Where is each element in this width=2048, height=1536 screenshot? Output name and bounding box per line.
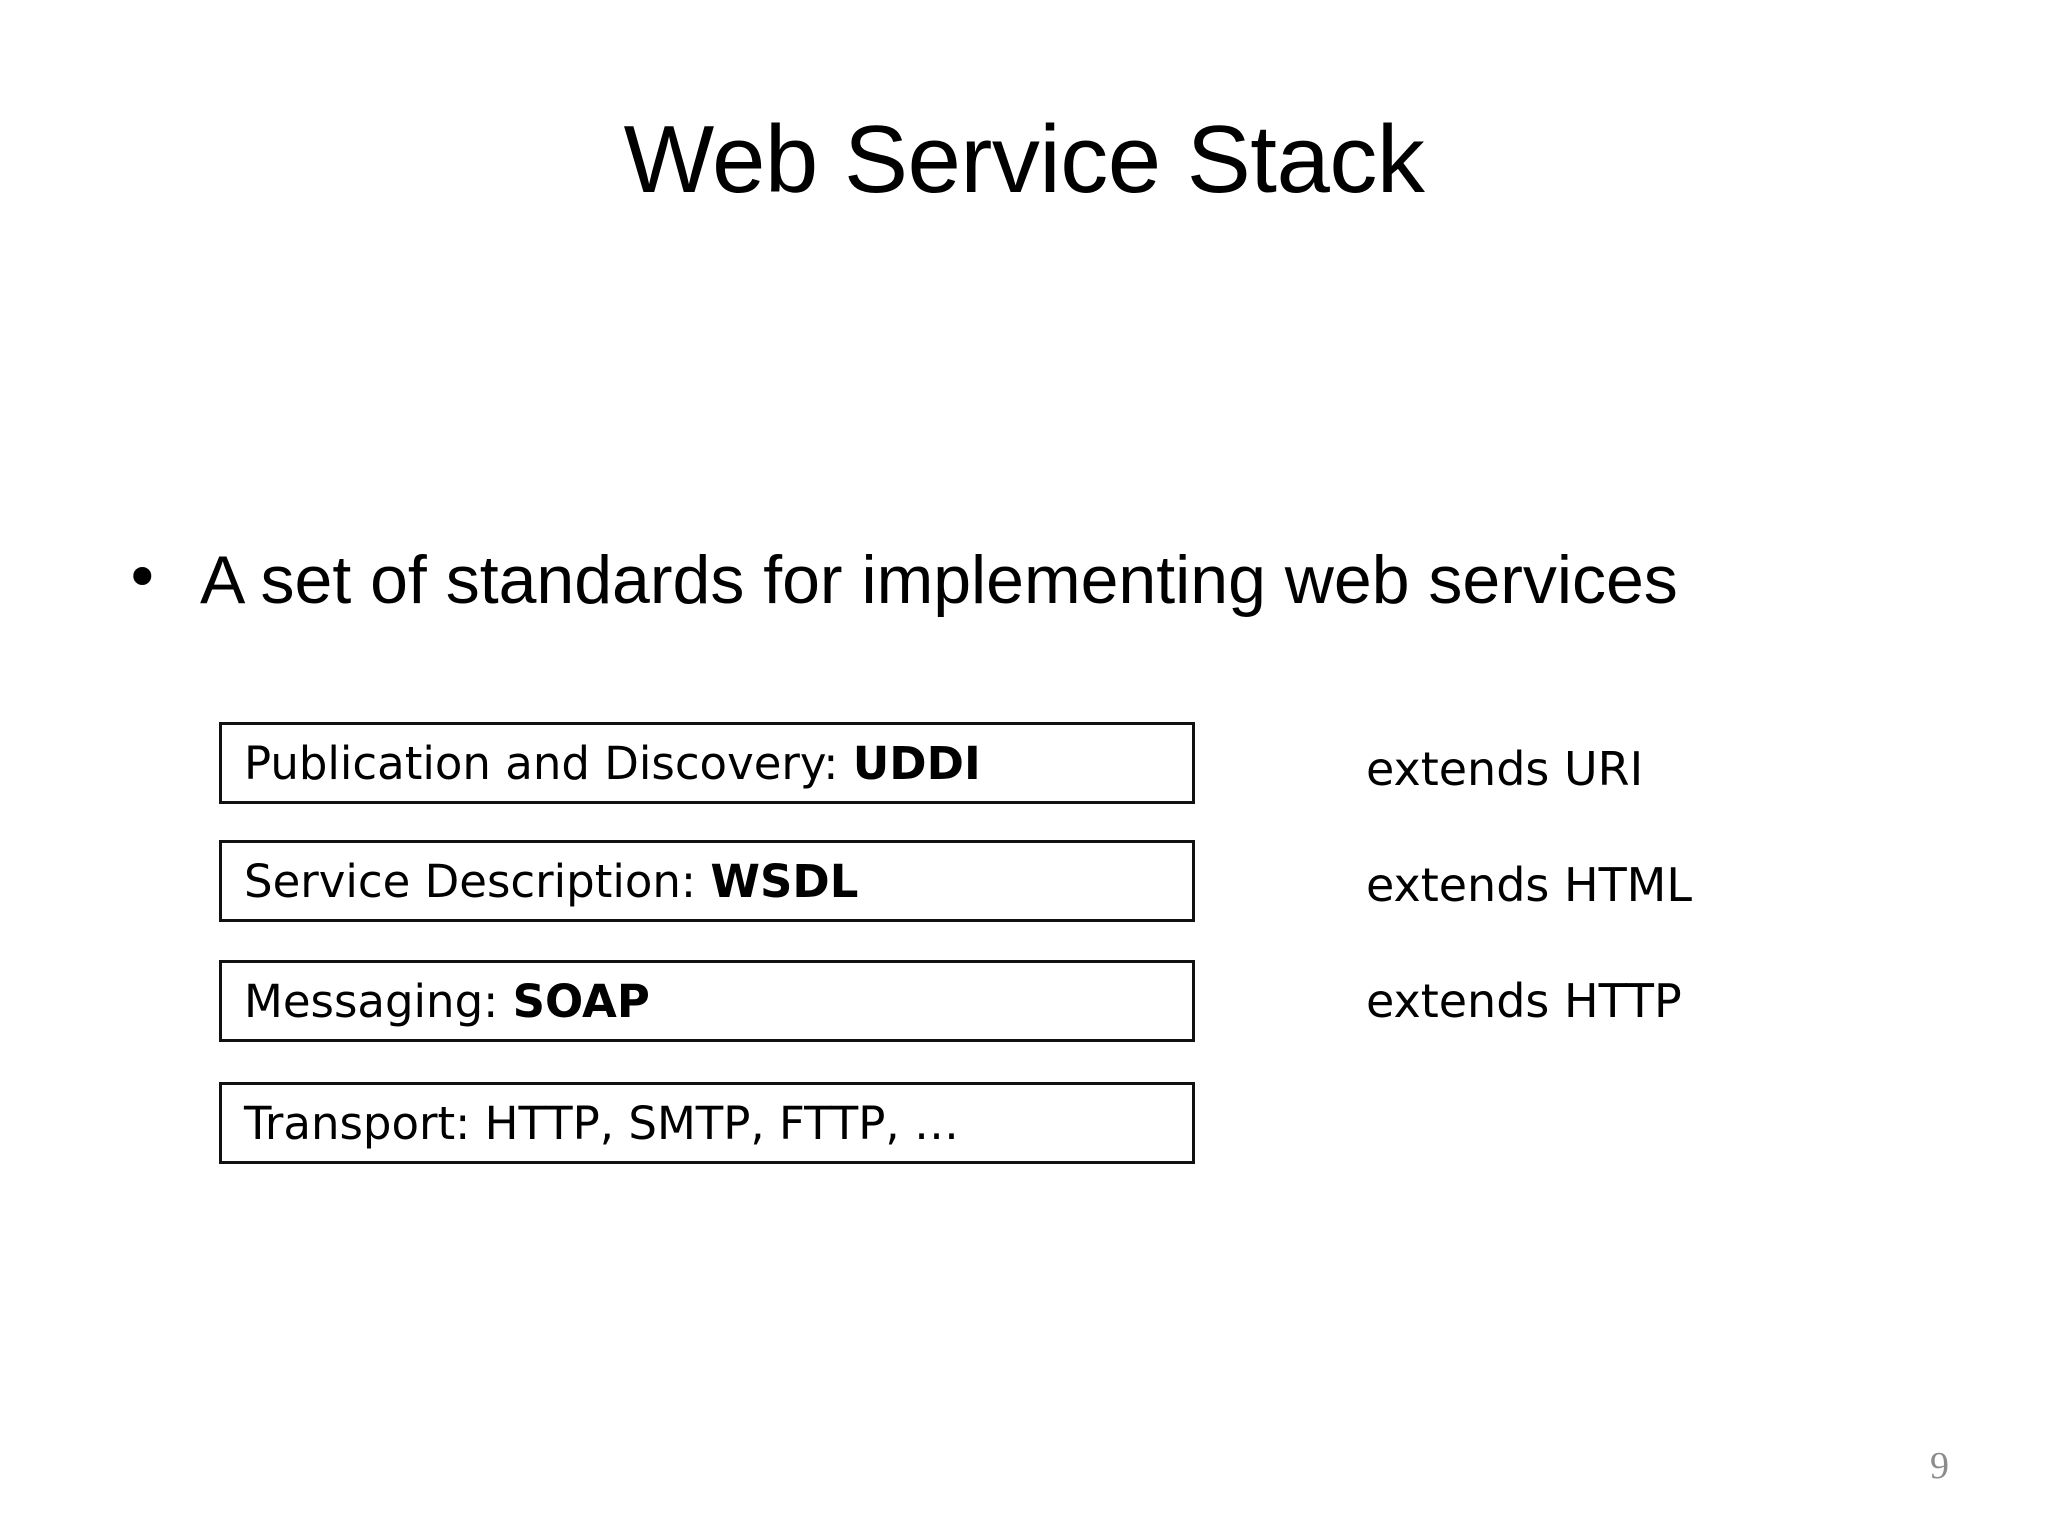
stack-layer-label-emphasis: UDDI — [852, 736, 981, 790]
stack-layer-label-emphasis: WSDL — [710, 854, 859, 908]
stack-layer-label: Transport: HTTP, SMTP, FTTP, … — [222, 1101, 959, 1146]
stack-layer-label: Messaging: SOAP — [222, 979, 650, 1024]
stack-layer-label: Publication and Discovery: UDDI — [222, 741, 981, 786]
stack-layer-service-description: Service Description: WSDL — [219, 840, 1195, 922]
stack-layer-label-emphasis: SOAP — [512, 974, 650, 1028]
stack-layer-transport: Transport: HTTP, SMTP, FTTP, … — [219, 1082, 1195, 1164]
annotation-extends-html: extends HTML — [1366, 858, 1692, 912]
bullet-marker-icon: • — [124, 541, 161, 614]
stack-layer-label: Service Description: WSDL — [222, 859, 858, 904]
stack-layer-label-prefix: Publication and Discovery: — [244, 736, 853, 790]
annotation-extends-http: extends HTTP — [1366, 974, 1682, 1028]
stack-layer-messaging: Messaging: SOAP — [219, 960, 1195, 1042]
page-title: Web Service Stack — [623, 106, 1425, 213]
list-item: • A set of standards for implementing we… — [118, 540, 1878, 620]
bullet-item-label: A set of standards for implementing web … — [200, 542, 1678, 618]
stack-layer-label-prefix: Transport: HTTP, SMTP, FTTP, … — [244, 1096, 960, 1150]
stack-layer-label-prefix: Service Description: — [244, 854, 711, 908]
page-number: 9 — [1930, 1445, 1949, 1487]
stack-layer-publication-discovery: Publication and Discovery: UDDI — [219, 722, 1195, 804]
bullet-list: • A set of standards for implementing we… — [118, 540, 1878, 620]
annotation-extends-uri: extends URI — [1366, 742, 1644, 796]
stack-layer-label-prefix: Messaging: — [244, 974, 513, 1028]
